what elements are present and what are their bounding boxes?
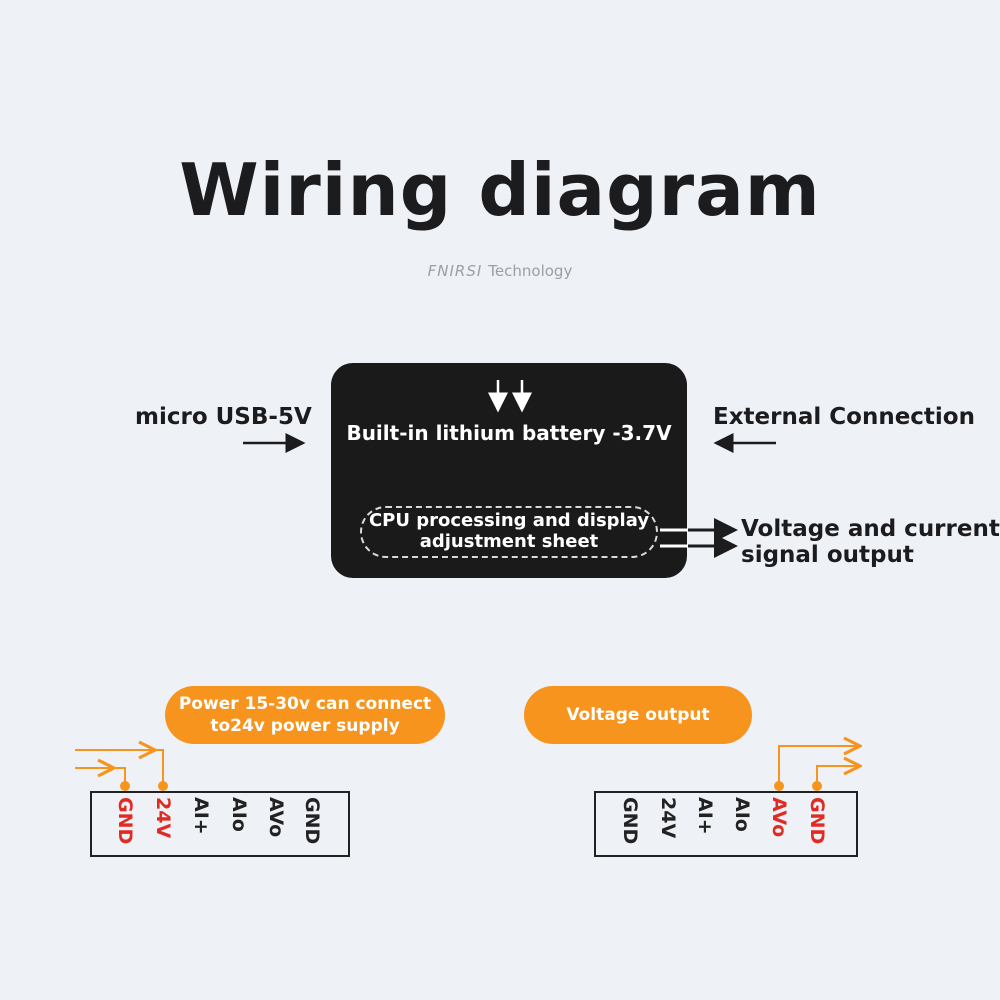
usb-label: micro USB-5V	[135, 404, 312, 430]
signal-output-line1: Voltage and current	[741, 516, 1000, 542]
terminal-pin-right: GND	[610, 797, 650, 853]
connection-dot	[120, 781, 130, 791]
cpu-outline	[360, 506, 658, 558]
pin-label: GND	[114, 797, 136, 845]
output-wire-gnd	[816, 765, 858, 786]
power-callout: Power 15-30v can connect to24v power sup…	[165, 686, 445, 744]
signal-output-label: Voltage and current signal output	[741, 516, 1000, 568]
pin-label: GND	[806, 797, 828, 845]
pin-label: AI+	[190, 797, 212, 835]
terminal-pin-right: AVo	[759, 797, 799, 853]
terminal-pin-left: AVo	[256, 797, 296, 853]
pin-label: AVo	[265, 797, 287, 838]
terminal-pin-left: GND	[292, 797, 332, 853]
external-connection-label: External Connection	[713, 404, 975, 430]
terminal-pin-right: 24V	[648, 797, 688, 853]
pin-label: AVo	[768, 797, 790, 838]
pin-label: 24V	[657, 797, 679, 839]
pin-label: AI+	[694, 797, 716, 835]
terminal-block-right	[594, 791, 858, 857]
power-wire-24v	[75, 749, 164, 786]
pin-label: GND	[301, 797, 323, 845]
terminal-pin-left: 24V	[143, 797, 183, 853]
pin-label: AIo	[228, 797, 250, 832]
device-box	[331, 363, 687, 578]
page-title: Wiring diagram	[179, 148, 821, 232]
terminal-block-left	[90, 791, 350, 857]
pin-label: 24V	[152, 797, 174, 839]
connection-dot	[812, 781, 822, 791]
power-callout-line1: Power 15-30v can connect	[178, 694, 432, 714]
cpu-label: CPU processing and display adjustment sh…	[368, 510, 650, 552]
terminal-pin-right: AIo	[722, 797, 762, 853]
brand-caption: FNIRSI Technology	[0, 262, 1000, 280]
terminal-pin-left: GND	[105, 797, 145, 853]
pin-label: GND	[619, 797, 641, 845]
connection-dot	[158, 781, 168, 791]
battery-label: Built-in lithium battery -3.7V	[346, 421, 672, 445]
voltage-output-callout: Voltage output	[524, 686, 752, 744]
brand-logo: FNIRSI	[427, 262, 483, 280]
brand-suffix: Technology	[488, 262, 573, 280]
connection-dot	[774, 781, 784, 791]
terminal-pin-right: GND	[797, 797, 837, 853]
terminal-pin-left: AIo	[219, 797, 259, 853]
terminal-pin-right: AI+	[685, 797, 725, 853]
signal-output-line2: signal output	[741, 542, 914, 568]
pin-label: AIo	[731, 797, 753, 832]
power-callout-line2: to24v power supply	[210, 716, 400, 736]
power-wire-gnd	[75, 767, 126, 786]
terminal-pin-left: AI+	[181, 797, 221, 853]
